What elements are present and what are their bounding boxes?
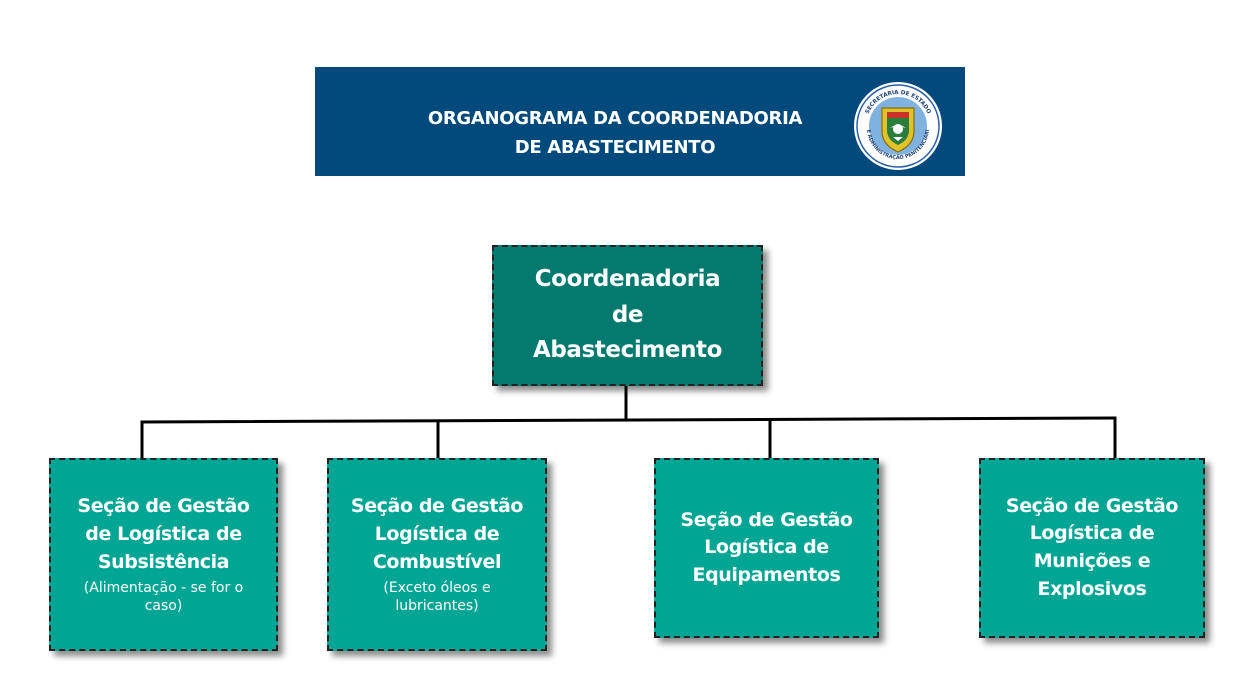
org-node-municoes-explosivos: Seção de Gestão Logística de Munições e … [979,458,1205,638]
org-node-title-line: Explosivos [1037,577,1147,600]
org-node-title-line: Logística de [1029,522,1155,545]
org-node-title-line: Seção de Gestão [77,495,250,518]
org-node-title-line: Combustível [372,550,502,573]
page-title-line-1: ORGANOGRAMA DA COORDENADORIA [427,108,803,129]
header-banner: ORGANOGRAMA DA COORDENADORIA DE ABASTECI… [315,67,965,176]
org-node-title-line: Munições e [1033,550,1151,572]
org-node-title-line: de Logística de [85,523,242,546]
connector-horizontal-bar [140,416,1117,424]
org-node-combustivel: Seção de Gestão Logística de Combustível… [327,458,547,651]
org-node-title-line: Logística de [374,523,500,546]
org-node-title: Seção de Gestão Logística de Equipamento… [680,507,853,590]
org-node-subsistencia: Seção de Gestão de Logística de Subsistê… [49,458,278,651]
org-node-title-line: Seção de Gestão [1005,494,1179,517]
page-title-line-2: DE ABASTECIMENTO [514,137,716,158]
org-node-title: Seção de Gestão de Logística de Subsistê… [77,493,250,576]
org-node-equipamentos: Seção de Gestão Logística de Equipamento… [654,458,879,638]
org-node-title-line: Logística de [704,536,829,559]
seal-logo-icon: SECRETARIA DE ESTADO DE ADMINISTRAÇÃO PE… [853,81,942,170]
org-node-title-line: Subsistência [97,550,230,573]
org-node-root: Coordenadoria de Abastecimento [492,245,763,386]
org-node-root-title: Coordenadoria de Abastecimento [532,266,723,364]
org-node-title-line: Equipamentos [692,563,841,586]
org-node-note: (Alimentação - se for o caso) [83,580,244,615]
org-node-title-line: Seção de Gestão [350,495,524,518]
page-title: ORGANOGRAMA DA COORDENADORIA DE ABASTECI… [410,104,820,162]
org-node-title: Seção de Gestão Logística de Combustível [350,493,524,576]
org-node-note: (Exceto óleos e lubricantes) [383,580,491,615]
org-node-title: Seção de Gestão Logística de Munições e … [1005,493,1179,603]
org-node-title-line: Seção de Gestão [680,508,853,531]
